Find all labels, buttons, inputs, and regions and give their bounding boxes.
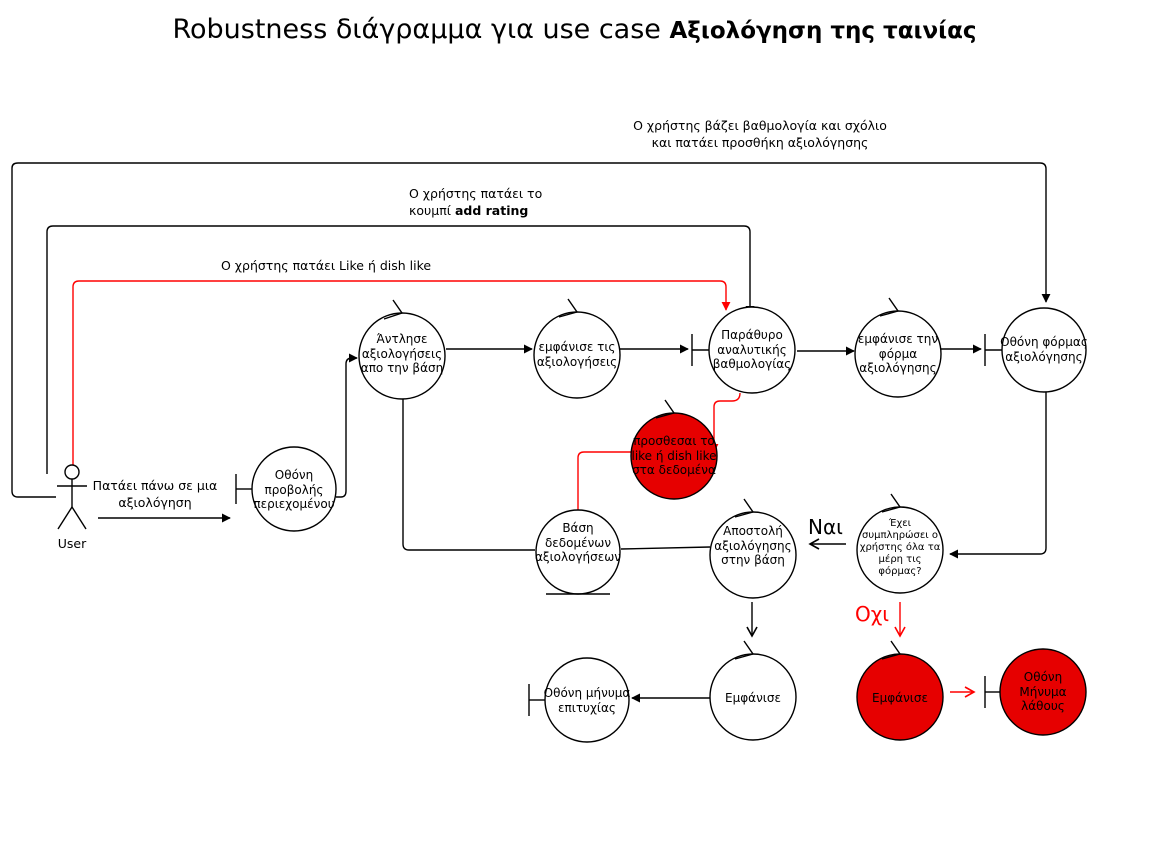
actor-label: User: [57, 536, 87, 551]
label-show-error: Εμφάνισε: [872, 690, 928, 705]
edge-fetch-to-db: [402, 398, 535, 551]
control-show-reviews: [533, 298, 621, 399]
label-show-success: Εμφάνισε: [725, 690, 781, 705]
actor-leg-right: [71, 506, 87, 530]
diagram-title: Robustness διάγραμμα για use case Αξιολό…: [0, 14, 1149, 45]
boundary-rating-window: [691, 306, 796, 394]
title-bold: Αξιολόγηση της ταινίας: [669, 18, 977, 44]
boundary-content-screen: [235, 446, 337, 532]
edge-label-like: Ο χρήστης πατάει Like ή dish like: [221, 258, 432, 273]
edge-actor-to-form-screen: [11, 162, 1051, 498]
boundary-form-screen: [984, 307, 1087, 393]
boundary-success-screen: [528, 657, 630, 743]
control-show-success: [709, 640, 797, 741]
connections: [11, 162, 1051, 703]
edge-send-to-db: [620, 546, 711, 550]
edge-rating-window-to-add-like: [709, 392, 741, 453]
control-fetch-reviews: [358, 299, 446, 400]
edge-like-to-rating-window: [72, 280, 731, 466]
edge-content-screen-to-fetch: [336, 353, 358, 498]
control-check-form: [856, 493, 944, 594]
edge-db-to-add-like: [577, 451, 636, 512]
control-send-to-db: [709, 498, 797, 599]
edge-label-no: Οχι: [855, 602, 890, 626]
edge-label-yes: Ναι: [808, 515, 843, 539]
control-show-form: [854, 297, 942, 398]
actor-head: [64, 464, 80, 480]
boundary-error-screen: [984, 648, 1087, 736]
entity-reviews-db: [535, 509, 621, 595]
title-prefix: Robustness διάγραμμα για use case: [172, 14, 670, 45]
actor-leg-left: [57, 506, 73, 530]
edge-actor-to-rating-window: [46, 225, 755, 474]
actor-user: [57, 464, 87, 530]
edge-form-screen-to-check: [949, 392, 1047, 559]
control-add-like: [630, 399, 718, 500]
control-show-error: [856, 640, 944, 741]
